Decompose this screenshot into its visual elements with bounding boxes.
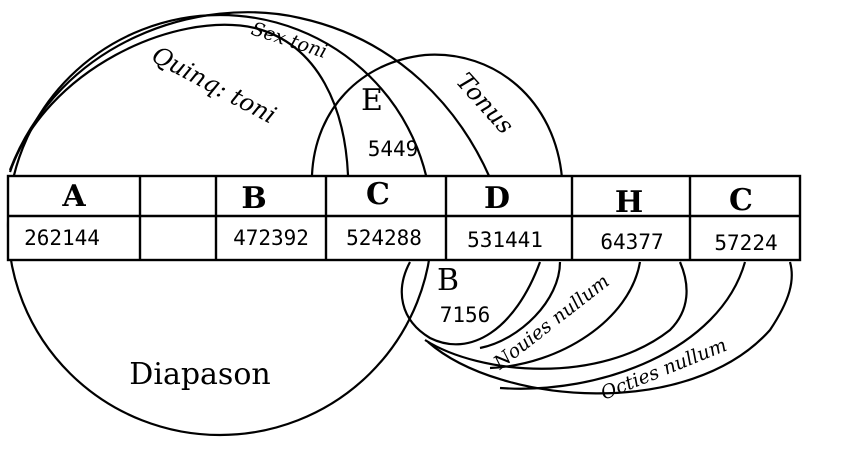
sex-toni-label: Sex toni: [248, 18, 329, 63]
col-letter-h: H: [615, 185, 643, 220]
inner-arc-3: [499, 261, 747, 390]
b-letter: B: [437, 263, 459, 298]
e-letter: E: [361, 83, 383, 118]
col-number-d: 531441: [467, 228, 543, 252]
octies-arc: [427, 261, 793, 395]
b-number: 7156: [440, 303, 491, 327]
nouies-arc: [424, 261, 688, 370]
e-number: 5449: [368, 137, 419, 161]
col-number-a: 262144: [24, 226, 100, 250]
diapason-label: Diapason: [129, 357, 270, 392]
col-letter-c2: C: [729, 183, 753, 218]
col-letter-a: A: [61, 179, 86, 214]
tonus-arc: [310, 53, 564, 179]
inner-arc-2: [489, 261, 642, 370]
octies-label: Octies nullum: [598, 334, 730, 405]
col-letter-b: B: [241, 181, 266, 216]
quinq-toni-arc: [8, 23, 350, 176]
col-number-c: 524288: [346, 226, 422, 250]
lower-b-arc: [400, 261, 542, 346]
sex-toni-arc: [8, 11, 492, 179]
col-number-c2: 57224: [714, 231, 777, 255]
quinq-toni-label: Quinq: toni: [147, 41, 281, 130]
col-number-h: 64377: [600, 230, 663, 254]
tone-table: [6, 174, 802, 262]
col-letter-d: D: [484, 181, 510, 216]
inner-arc-1: [479, 261, 562, 350]
col-letter-c: C: [366, 177, 390, 212]
col-number-b: 472392: [233, 226, 309, 250]
nouies-label: Nouies nullum: [489, 270, 614, 374]
